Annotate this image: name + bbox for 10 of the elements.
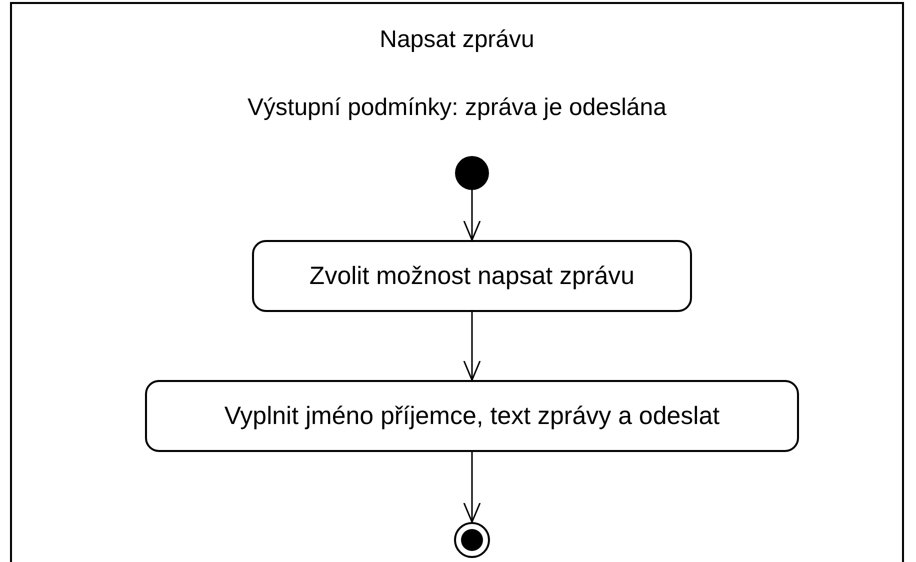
arrow <box>463 312 481 381</box>
action-box: Vyplnit jméno příjemce, text zprávy a odeslat <box>145 380 799 452</box>
final-node <box>454 522 490 558</box>
postcondition-text: Výstupní podmínky: zpráva je odeslána <box>246 94 668 122</box>
arrow <box>463 452 481 523</box>
activity-frame <box>10 2 904 562</box>
frame-title: Napsat zprávu <box>378 26 536 54</box>
action-box: Zvolit možnost napsat zprávu <box>252 240 692 312</box>
arrow <box>463 190 481 241</box>
initial-node <box>455 156 489 190</box>
